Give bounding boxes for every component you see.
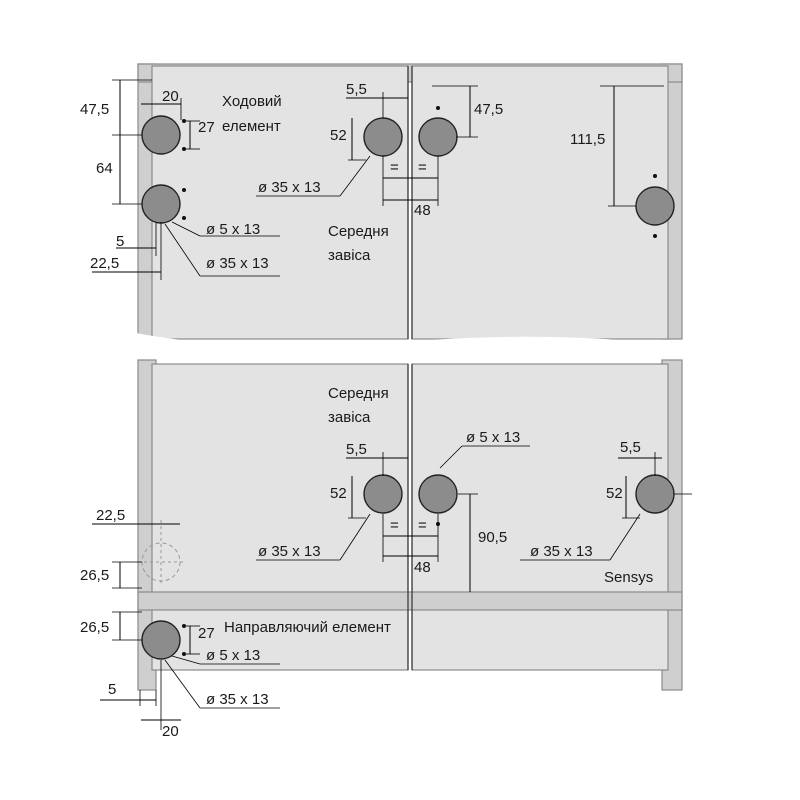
dim-5-bottom: 5 [108, 681, 116, 698]
eq-mark-top-2: = [418, 159, 427, 176]
small-hole-spec-bottom-mid: ø 5 x 13 [466, 429, 520, 446]
middle-hinge-top-label-1: Середня [328, 223, 389, 240]
running-element-cup-hole-1 [141, 115, 181, 155]
dim-20-bottom: 20 [162, 723, 179, 740]
dim-26-5-upper: 26,5 [80, 567, 109, 584]
cup-hole-spec-bottom-left: ø 35 x 13 [206, 691, 269, 708]
dim-5-5-sensys: 5,5 [620, 439, 641, 456]
cup-hole-spec-top-mid: ø 35 x 13 [258, 179, 321, 196]
running-element-cup-hole-2 [141, 184, 181, 224]
dim-48-bottom: 48 [414, 559, 431, 576]
running-element-label-2: елемент [222, 118, 281, 135]
callout-labels: Ходовий елемент ø 5 x 13 ø 35 x 13 ø 35 … [206, 93, 653, 708]
cup-hole-spec-bottom-mid: ø 35 x 13 [258, 543, 321, 560]
dim-48-top: 48 [414, 202, 431, 219]
dim-5-5-bottom-mid: 5,5 [346, 441, 367, 458]
sensys-hinge-hole [635, 474, 675, 514]
dim-22-5-top: 22,5 [90, 255, 119, 272]
door-panel-left-bottom [151, 363, 409, 671]
guide-element-label: Направляючий елемент [224, 619, 391, 636]
small-hole-spec-bottom: ø 5 x 13 [206, 647, 260, 664]
bottom-section [137, 359, 683, 691]
eq-mark-bottom-2: = [418, 517, 427, 534]
dim-64: 64 [96, 160, 113, 177]
dim-26-5-lower: 26,5 [80, 619, 109, 636]
screw-hole-dots [182, 106, 657, 656]
door-panel-right-bottom [411, 363, 669, 671]
door-panel-right-top [411, 65, 669, 340]
dim-52-bottom-mid: 52 [330, 485, 347, 502]
dim-52-sensys: 52 [606, 485, 623, 502]
dim-5-5-top: 5,5 [346, 81, 367, 98]
small-hole-spec-top: ø 5 x 13 [206, 221, 260, 238]
dimension-lines [92, 79, 692, 730]
dim-20-top: 20 [162, 88, 179, 105]
eq-mark-top-1: = [390, 159, 399, 176]
dim-47-5-right: 47,5 [474, 101, 503, 118]
running-element-label-1: Ходовий [222, 93, 282, 110]
middle-hinge-hole-top-right [418, 117, 458, 157]
middle-hinge-hole-bottom-right [418, 474, 458, 514]
dim-111-5: 111,5 [570, 131, 605, 148]
guide-element-cup-hole [141, 620, 181, 660]
dim-52-top: 52 [330, 127, 347, 144]
middle-hinge-hole-top-left [363, 117, 403, 157]
dim-47-5-left: 47,5 [80, 101, 109, 118]
dim-5-top: 5 [116, 233, 124, 250]
cup-hole-spec-sensys: ø 35 x 13 [530, 543, 593, 560]
dim-90-5: 90,5 [478, 529, 507, 546]
middle-hinge-bottom-label-2: завіса [328, 409, 371, 426]
dimension-labels: 47,5 20 27 64 5 22,5 5,5 52 47,5 111,5 4… [80, 81, 641, 740]
dim-27-top: 27 [198, 119, 215, 136]
dim-22-5-bottom: 22,5 [96, 507, 125, 524]
middle-hinge-bottom-label-1: Середня [328, 385, 389, 402]
sensys-label: Sensys [604, 569, 653, 586]
break-line [120, 330, 700, 369]
right-hinge-hole-top [635, 186, 675, 226]
dim-27-bottom: 27 [198, 625, 215, 642]
bottom-frame-rail [137, 591, 683, 611]
top-section [137, 63, 683, 340]
cup-hole-spec-top-left: ø 35 x 13 [206, 255, 269, 272]
middle-hinge-top-label-2: завіса [328, 247, 371, 264]
middle-hinge-hole-bottom-left [363, 474, 403, 514]
eq-mark-bottom-1: = [390, 517, 399, 534]
